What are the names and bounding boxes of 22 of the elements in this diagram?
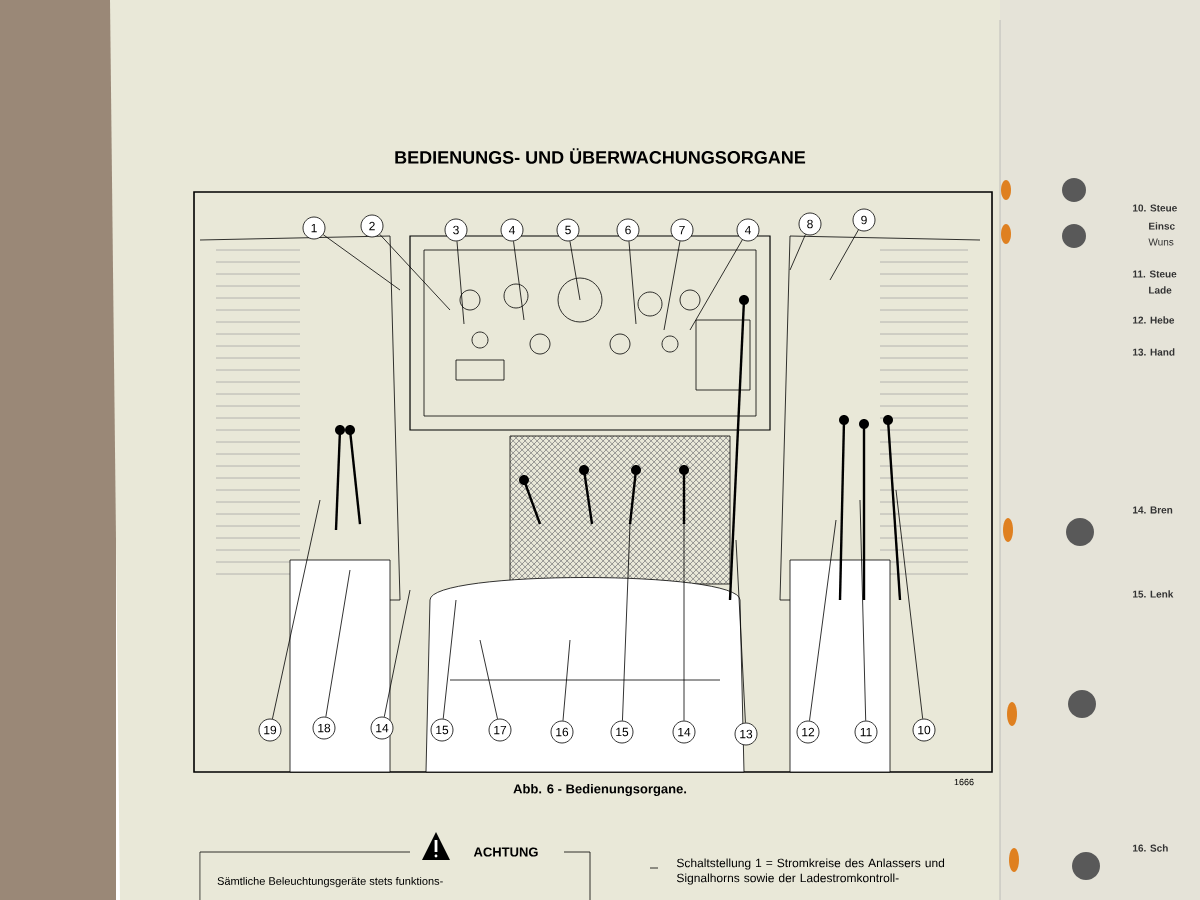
leader-line [442, 599, 457, 720]
leader-line [456, 240, 465, 325]
leader-line [859, 499, 867, 721]
leader-line [895, 489, 924, 720]
leader-line [809, 519, 837, 722]
leader-line [735, 539, 746, 724]
leader-line [663, 240, 681, 331]
leader-line [322, 234, 401, 291]
leader-line [513, 240, 525, 321]
leader-line [789, 234, 806, 271]
leader-line [325, 569, 351, 718]
title: BEDIENUNGS- UND ÜBERWACHUNGSORGANE [395, 148, 806, 164]
leader-line [628, 240, 637, 325]
leader-line [622, 523, 631, 721]
leader-line [829, 229, 859, 281]
leader-line [562, 639, 571, 722]
leader-line [569, 240, 581, 301]
leader-line [272, 499, 321, 720]
leader-line [383, 589, 411, 718]
leader-line [379, 233, 451, 311]
leader-line [479, 639, 498, 720]
leader-line [683, 523, 685, 721]
